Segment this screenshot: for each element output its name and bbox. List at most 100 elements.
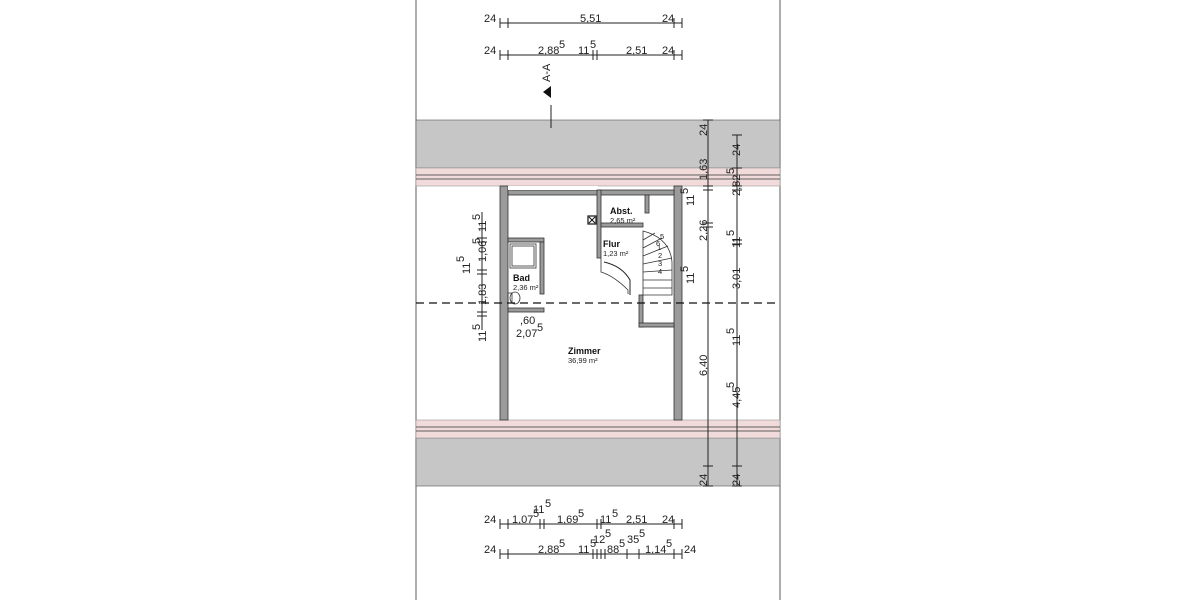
toilet <box>509 291 521 305</box>
left-dim-d: 1,83 <box>477 284 489 305</box>
bot-dim-1-e: 11 <box>600 514 611 526</box>
left-dim-b-sup: 5 <box>471 238 483 244</box>
top-dim-2-c-sup: 5 <box>590 39 596 51</box>
right-b-dim-4: 3,01 <box>731 268 743 289</box>
bot-dim-1-a: 24 <box>484 514 496 526</box>
left-dim-e: 11 <box>477 331 489 342</box>
bot-dim-1-f: 2,51 <box>626 514 647 526</box>
top-dim-2-c: 11 <box>578 45 589 57</box>
right-b-dim-6: 4,45 <box>731 387 743 408</box>
door-swing-flur <box>600 258 629 294</box>
top-dim-1-c: 24 <box>662 13 674 25</box>
wall-bath-bottom <box>507 307 545 313</box>
bot-dim-2-f-sup: 5 <box>639 528 645 540</box>
right-a-dim-3-sup: 5 <box>679 188 691 194</box>
bot-dim-2-e: 88 <box>607 544 619 556</box>
wall-stair-box-bottom <box>638 322 675 328</box>
bot-dim-2-d: 12 <box>593 534 605 546</box>
right-b-dim-6-sup: 5 <box>725 382 737 388</box>
right-dimensions-b: 24 2,82 5 11 5 3,01 11 5 4,45 5 24 <box>725 134 743 487</box>
left-dim-a: 11 <box>461 263 473 274</box>
top-dim-2-a: 24 <box>484 45 496 57</box>
right-a-dim-5-sup: 5 <box>679 266 691 272</box>
svg-text:4: 4 <box>658 267 662 276</box>
right-b-dim-5: 11 <box>731 335 743 346</box>
wall-bath-top <box>507 237 545 243</box>
right-b-dim-3: 11 <box>731 237 743 248</box>
right-a-dim-4: 2,26 <box>698 220 710 241</box>
bot-dim-2-a: 24 <box>484 544 496 556</box>
room-abst-area: 2,65 m² <box>610 216 636 225</box>
bot-dim-2-f: 35 <box>627 534 639 546</box>
top-dim-2-e: 24 <box>662 45 674 57</box>
left-dim-a-sup: 5 <box>455 256 467 262</box>
svg-text:2: 2 <box>658 251 662 260</box>
svg-text:1: 1 <box>657 243 661 252</box>
room-zimmer-name: Zimmer <box>568 346 601 356</box>
room-flur-area: 1,23 m² <box>603 249 629 258</box>
bot-dim-2-d-sup: 5 <box>605 528 611 540</box>
opening-width: ,60 <box>520 315 535 327</box>
svg-text:6: 6 <box>656 239 660 248</box>
top-dim-1-a: 24 <box>484 13 496 25</box>
right-dimensions-a: 24 1,63 11 5 2,26 11 5 6,40 24 <box>679 119 713 487</box>
right-b-dim-5-sup: 5 <box>725 328 737 334</box>
right-a-dim-1: 24 <box>698 124 710 136</box>
top-dimensions: 24 5,51 24 24 2,88 5 11 5 2,51 24 <box>484 13 683 60</box>
right-b-dim-1: 24 <box>731 144 743 156</box>
wall-stair-box <box>638 294 644 328</box>
pink-strip-bottom <box>415 419 781 439</box>
bot-dim-1-e-sup: 5 <box>612 508 618 520</box>
wall-abst-bottom <box>600 222 644 228</box>
bot-dim-2-e-sup: 5 <box>619 538 625 550</box>
wall-bath-right <box>539 241 545 295</box>
opening-height: 2,07 <box>516 328 537 340</box>
right-a-dim-6: 6,40 <box>698 355 710 376</box>
top-dim-1-b: 5,51 <box>580 13 601 25</box>
left-dim-b: 1,06 <box>477 241 489 262</box>
left-dim-e-sup: 5 <box>471 324 483 330</box>
opening-height-sup: 5 <box>537 322 543 334</box>
shower-tray <box>509 243 537 269</box>
room-bad-name: Bad <box>513 273 530 283</box>
section-marker: A-A <box>541 63 553 128</box>
section-marker-label: A-A <box>541 63 553 82</box>
bot-dim-1-d-sup: 5 <box>578 508 584 520</box>
right-a-dim-7: 24 <box>698 474 710 486</box>
svg-text:3: 3 <box>658 259 662 268</box>
room-flur-name: Flur <box>603 239 620 249</box>
bot-dim-2-b: 2,88 <box>538 544 559 556</box>
bot-dim-2-c: 11 <box>578 544 589 556</box>
bot-dim-1-d: 1,69 <box>557 514 578 526</box>
wall-top-gap <box>508 186 598 190</box>
bot-dim-2-g-sup: 5 <box>666 538 672 550</box>
right-b-dim-2-sup: 5 <box>725 168 737 174</box>
room-bad-area: 2,36 m² <box>513 283 539 292</box>
wall-abst-left <box>596 189 602 259</box>
bot-dim-2-g: 1,14 <box>645 544 666 556</box>
bot-dim-1-c: 11 <box>533 504 544 516</box>
right-b-dim-3-sup: 5 <box>725 230 737 236</box>
svg-text:5: 5 <box>660 232 664 241</box>
bot-dim-1-c-sup: 5 <box>545 498 551 510</box>
room-abst-name: Abst. <box>610 206 633 216</box>
roof-band-bottom <box>415 437 781 487</box>
right-b-dim-7: 24 <box>731 474 743 486</box>
right-a-dim-2: 1,63 <box>698 159 710 180</box>
wall-top <box>507 189 675 196</box>
room-zimmer-area: 36,99 m² <box>568 356 598 365</box>
bottom-dimensions: 24 1,07 5 11 5 1,69 5 11 5 2,51 24 24 2,… <box>484 498 696 559</box>
bot-dim-1-g: 24 <box>662 514 674 526</box>
staircase: 1 2 3 4 5 6 <box>642 230 673 296</box>
bot-dim-2-h: 24 <box>684 544 696 556</box>
bot-dim-2-b-sup: 5 <box>559 538 565 550</box>
right-a-dim-3: 11 <box>685 195 697 206</box>
right-a-dim-5: 11 <box>685 273 697 284</box>
bot-dim-1-b-sup: 5 <box>533 508 539 520</box>
roof-band-top <box>415 119 781 169</box>
left-dim-c-sup: 5 <box>471 214 483 220</box>
top-dim-2-d: 2,51 <box>626 45 647 57</box>
top-dim-2-b: 2,88 <box>538 45 559 57</box>
left-dim-c: 11 <box>477 221 489 232</box>
